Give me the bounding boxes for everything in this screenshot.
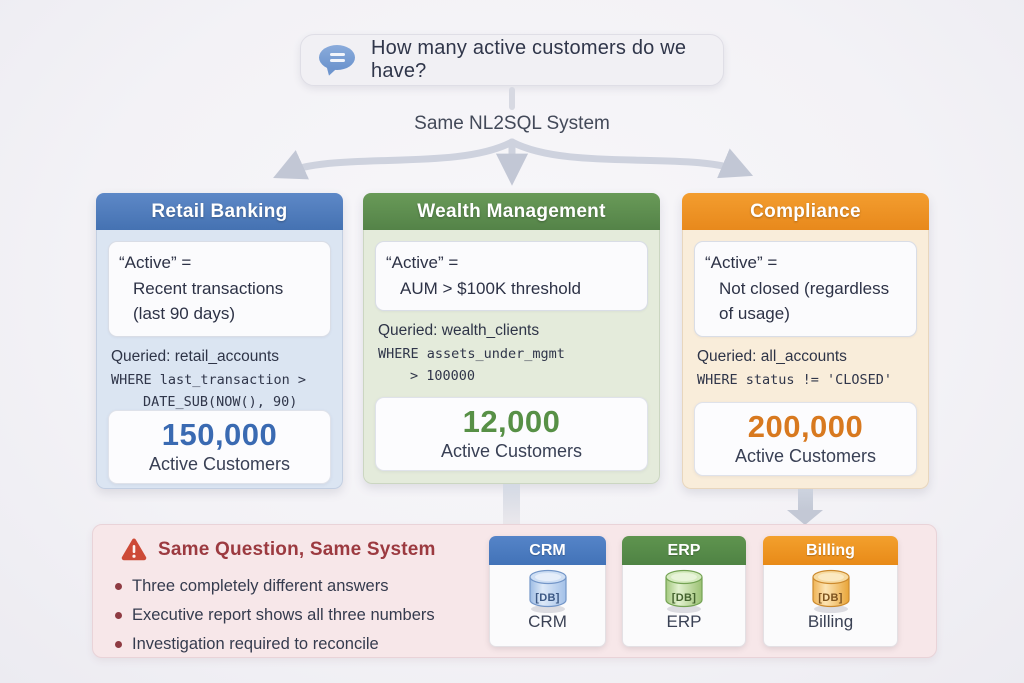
bullet-text: Executive report shows all three numbers (132, 606, 435, 624)
db-card-erp-title: ERP (622, 536, 746, 565)
sql-where-clause: WHERE last_transaction > (111, 371, 307, 388)
result-label: Active Customers (148, 453, 291, 474)
bullet-text: Investigation required to reconcile (132, 635, 379, 653)
card-wealth-management: Wealth Management “Active” = AUM > $100K… (363, 193, 660, 484)
db-icon-label: [DB] (671, 592, 697, 604)
definition-line: Not closed (regardless (719, 278, 890, 298)
definition-line: “Active” = (386, 253, 459, 272)
queried-table: Queried: all_accounts (697, 347, 847, 365)
result-label: Active Customers (734, 446, 877, 466)
result-box: 200,000 Active Customers (694, 402, 917, 476)
card-retail-banking-body: “Active” = Recent transactions (last 90 … (96, 230, 343, 489)
bullet-item: Three completely different answers (115, 572, 435, 601)
db-icon-label: [DB] (535, 592, 560, 604)
chat-bubble-icon (319, 45, 357, 78)
result-label: Active Customers (440, 441, 583, 461)
result-box: 12,000 Active Customers (375, 397, 648, 471)
definition-line: “Active” = (705, 253, 778, 272)
definition-line: “Active” = (119, 253, 192, 272)
sql-where-clause: WHERE status != 'CLOSED' (697, 371, 893, 388)
result-value: 12,000 (462, 404, 561, 439)
card-retail-banking-title: Retail Banking (96, 193, 343, 230)
database-cylinder-icon: [DB] (658, 568, 710, 614)
db-card-erp-caption: ERP (666, 612, 702, 631)
definition-line: of usage) (719, 304, 790, 323)
db-card-erp: ERP [DB] ERP (622, 536, 746, 647)
queried-table: Queried: retail_accounts (111, 347, 280, 365)
db-card-billing-caption: Billing (807, 612, 854, 631)
db-card-billing: Billing [DB] Billing (763, 536, 898, 647)
result-box: 150,000 Active Customers (108, 409, 331, 484)
summary-title: Same Question, Same System (158, 538, 436, 560)
card-retail-banking: Retail Banking “Active” = Recent transac… (96, 193, 343, 489)
db-card-erp-body: [DB] ERP (622, 565, 746, 647)
sql-where-clause: DATE_SUB(NOW(), 90) (143, 393, 298, 410)
definition-box: “Active” = Not closed (regardless of usa… (694, 241, 917, 337)
definition-line: AUM > $100K threshold (400, 278, 581, 298)
bubble-to-label-connector (509, 87, 515, 110)
db-card-crm-body: [DB] CRM (489, 565, 606, 647)
sql-where-clause: > 100000 (410, 368, 476, 384)
bullet-item: Executive report shows all three numbers (115, 601, 435, 630)
database-cylinder-icon: [DB] (522, 568, 574, 614)
result-value: 150,000 (161, 416, 278, 452)
card-wealth-management-title: Wealth Management (363, 193, 660, 230)
system-label: Same NL2SQL System (414, 113, 610, 134)
warning-title-row: Same Question, Same System (121, 538, 436, 561)
definition-line: Recent transactions (133, 278, 284, 298)
card-wealth-management-body: “Active” = AUM > $100K threshold Queried… (363, 230, 660, 484)
db-card-billing-body: [DB] Billing (763, 565, 898, 647)
compliance-to-panel-arrowhead (787, 510, 823, 525)
compliance-to-panel-arrow (798, 489, 813, 511)
database-cylinder-icon: [DB] (805, 568, 857, 614)
db-icon-label: [DB] (818, 592, 843, 604)
wealth-to-panel-connector (503, 484, 520, 526)
card-compliance-body: “Active” = Not closed (regardless of usa… (682, 230, 929, 489)
summary-panel: Same Question, Same System Three complet… (92, 524, 937, 658)
definition-box: “Active” = AUM > $100K threshold (375, 241, 648, 311)
sql-where-clause: WHERE assets_under_mgmt (378, 346, 565, 362)
bullet-dot (115, 641, 122, 648)
card-compliance-title: Compliance (682, 193, 929, 230)
result-value: 200,000 (747, 409, 864, 444)
question-text: How many active customers do we have? (371, 37, 687, 82)
db-card-billing-title: Billing (763, 536, 898, 565)
definition-line: (last 90 days) (133, 304, 236, 323)
db-card-crm: CRM [DB] CRM (489, 536, 606, 647)
bullet-dot (115, 612, 122, 619)
db-card-crm-caption: CRM (528, 612, 567, 631)
card-compliance: Compliance “Active” = Not closed (regard… (682, 193, 929, 489)
question-bubble: How many active customers do we have? (300, 34, 724, 86)
summary-bullets: Three completely different answers Execu… (115, 572, 435, 659)
bullet-text: Three completely different answers (132, 577, 389, 595)
warning-triangle-icon (121, 538, 147, 561)
bullet-item: Investigation required to reconcile (115, 630, 435, 659)
definition-box: “Active” = Recent transactions (last 90 … (108, 241, 331, 337)
db-card-crm-title: CRM (489, 536, 606, 565)
bullet-dot (115, 583, 122, 590)
queried-table: Queried: wealth_clients (378, 322, 540, 339)
